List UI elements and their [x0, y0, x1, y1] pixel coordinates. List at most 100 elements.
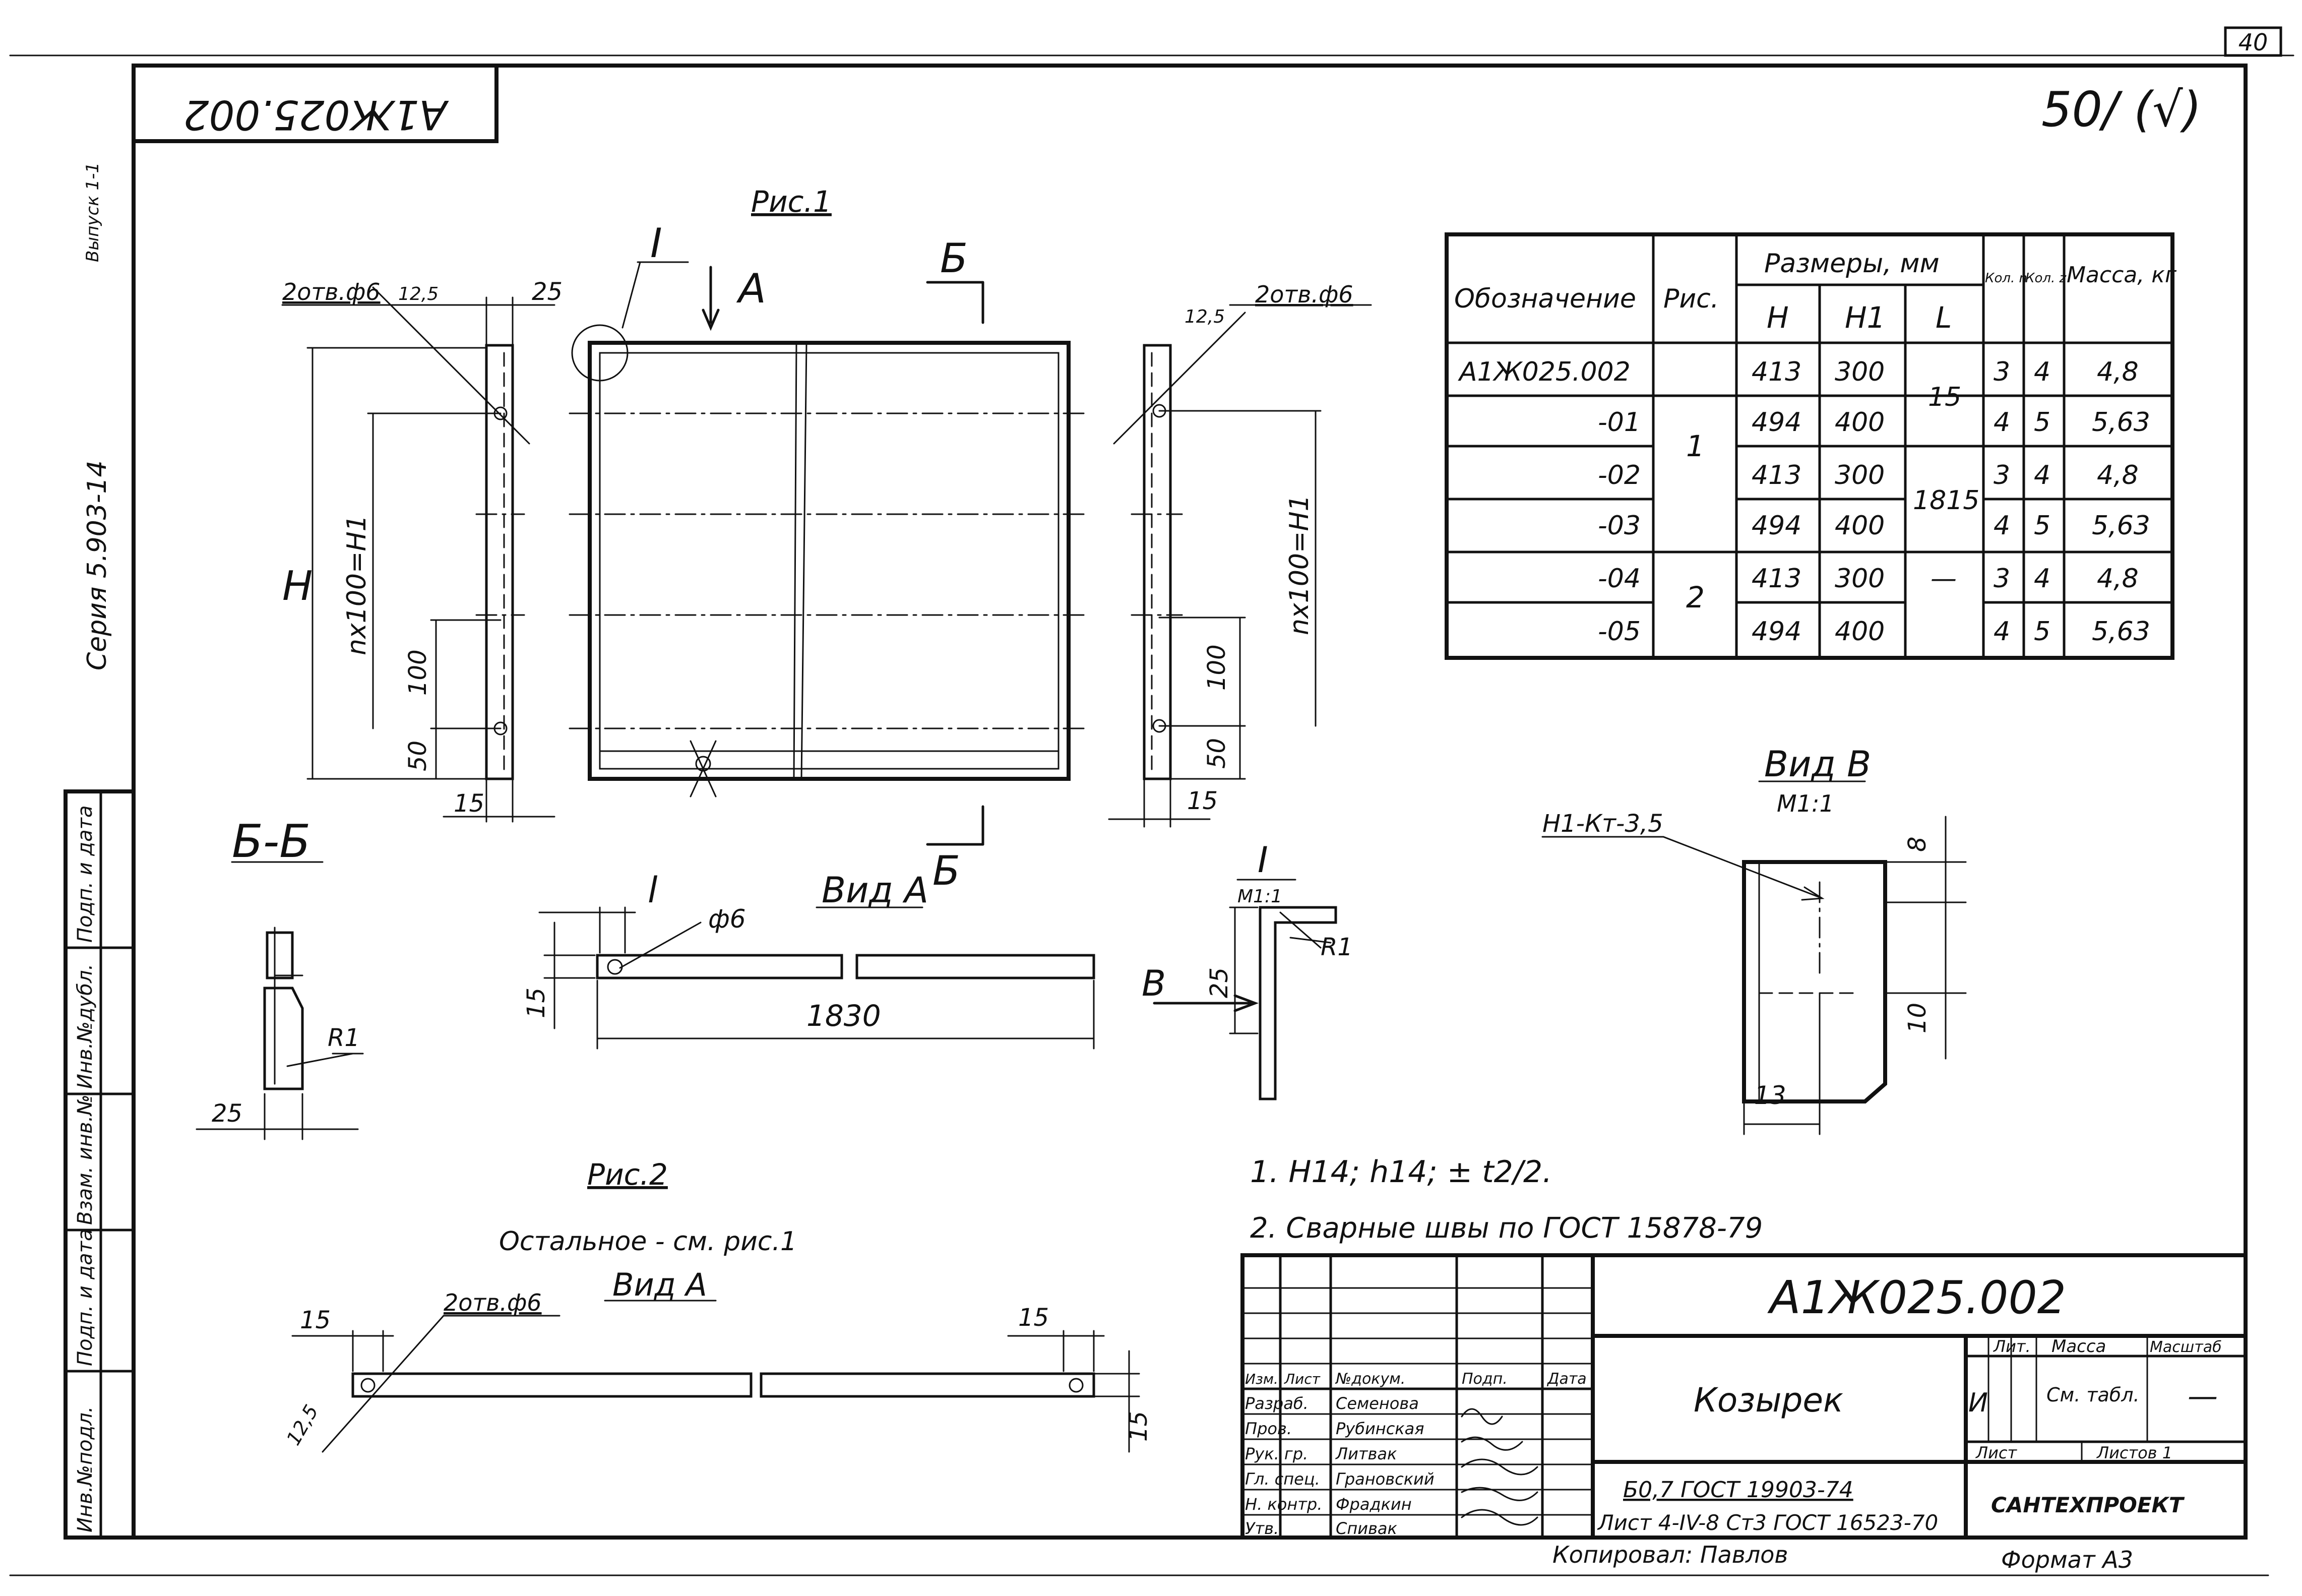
tb-org: САНТЕХПРОЕКТ	[1991, 1493, 2185, 1517]
signature-3	[1461, 1458, 1538, 1476]
tb-name-0: Семенова	[1336, 1394, 1419, 1413]
fig-group-1: 1	[1686, 429, 1705, 463]
view-v-scale: М1:1	[1777, 790, 1834, 817]
table-row: -01 494 400 4 5 5,63	[1598, 407, 2150, 438]
th-kol-n: Кол. n	[1985, 271, 2027, 286]
th-kol-z: Кол. z	[2025, 271, 2067, 286]
dim-15-left: 15	[454, 789, 484, 818]
dim-15-right: 15	[1187, 787, 1218, 815]
row4-m: 4,8	[2097, 564, 2139, 594]
tb-material-2: Лист 4-IV-8 Ст3 ГОСТ 16523-70	[1597, 1510, 1938, 1535]
dim-1830: 1830	[806, 999, 881, 1033]
view-v: Вид В М1:1 Н1-Кт-3,5 8 10 13	[1541, 744, 1967, 1135]
main-panel-front: I А Б Б	[569, 220, 1085, 894]
dim-H: H	[282, 563, 313, 609]
dim-25-node: 25	[1205, 967, 1233, 998]
tb-lit-label: Лит.	[1993, 1337, 2031, 1356]
signature-1	[1461, 1408, 1503, 1425]
table-row: -05 494 400 4 5 5,63	[1598, 617, 2150, 647]
row0-m: 4,8	[2097, 357, 2139, 387]
tb-name-3: Грановский	[1336, 1469, 1435, 1489]
tb-material-1: Б0,7 ГОСТ 19903-74	[1623, 1477, 1853, 1503]
tb-code: А1Ж025.002	[1767, 1271, 2066, 1324]
tb-scale-value: —	[2188, 1379, 2218, 1414]
row3-z: 5	[2034, 511, 2050, 541]
table-row: -04 413 300 3 4 4,8	[1598, 564, 2139, 594]
weld-code: Н1-Кт-3,5	[1542, 810, 1663, 838]
dim-100-right: 100	[1203, 644, 1231, 691]
dim-10: 10	[1903, 1003, 1932, 1033]
view-a-fig1: Вид А l ф6 15 1830	[522, 870, 1095, 1050]
dim-50-left: 50	[404, 741, 432, 771]
row3-m: 5,63	[2092, 511, 2150, 541]
view-v-label: Вид В	[1764, 744, 1871, 785]
dim-8: 8	[1903, 836, 1932, 852]
row4-h: 413	[1752, 564, 1801, 594]
dim-50-right: 50	[1203, 738, 1231, 769]
tb-role-2: Рук. гр.	[1245, 1444, 1308, 1463]
l-group-1: 15	[1928, 382, 1961, 412]
row5-z: 5	[2034, 617, 2050, 647]
th-fig: Рис.	[1663, 284, 1719, 314]
l-group-2: 1815	[1913, 485, 1979, 516]
dim-nx100-left: nx100=H1	[342, 515, 372, 655]
title-block: Изм. Лист №докум. Подп. Дата Разраб. Сем…	[1240, 1253, 2248, 1540]
dim-15-fig2-left: 15	[300, 1306, 331, 1334]
fig-group-2: 2	[1686, 580, 1705, 615]
dim-r1-node: R1	[1321, 933, 1353, 961]
arrow-b-label-top: Б	[940, 235, 968, 282]
footer-format: Формат А3	[2001, 1546, 2133, 1573]
page-number-box	[2224, 26, 2282, 57]
signature-4	[1461, 1487, 1538, 1501]
tb-col-docum: №докум.	[1335, 1370, 1405, 1388]
top-stamp-code: А1Ж025.002	[183, 91, 450, 138]
table-row: А1Ж025.002 413 300 3 4 4,8	[1458, 357, 2139, 387]
signature-2	[1461, 1436, 1523, 1451]
view-a-label: Вид А	[822, 870, 928, 911]
dim-nx100-right: nx100=H1	[1284, 495, 1315, 635]
row2-h: 413	[1752, 460, 1801, 490]
dim-l-label: l	[648, 870, 658, 911]
fig1-label: Рис.1	[751, 185, 832, 219]
row5-n: 4	[1994, 617, 2010, 647]
section-bb: Б-Б R1 25	[196, 815, 364, 1140]
th-designation: Обозначение	[1454, 284, 1636, 314]
th-dims-group: Размеры, мм	[1764, 249, 1940, 279]
holes-right-label: 2отв.ф6	[1255, 281, 1353, 308]
spec-table: Обозначение Рис. Размеры, мм H H1 L Кол.…	[1445, 232, 2177, 660]
tb-mass-value: См. табл.	[2046, 1384, 2140, 1406]
tb-name: Козырек	[1694, 1381, 1843, 1420]
th-h: H	[1767, 300, 1789, 335]
tb-role-1: Пров.	[1245, 1419, 1292, 1438]
fig2-label: Рис.2	[587, 1157, 668, 1192]
row1-h1: 400	[1835, 407, 1885, 438]
stamp-podp-data-2: Подп. и дата	[74, 806, 97, 943]
left-stamp: Инв.№подл. Подп. и дата Взам. инв.№ Инв.…	[64, 789, 136, 1540]
stamp-inv-dubl: Инв.№дубл.	[74, 964, 97, 1089]
dim-15-fig2-v: 15	[1125, 1411, 1153, 1442]
top-stamp-box	[132, 64, 499, 143]
tb-role-0: Разраб.	[1245, 1394, 1309, 1413]
holes-left-label: 2отв.ф6	[282, 278, 381, 305]
row5-m: 5,63	[2092, 617, 2150, 647]
note-2: 2. Сварные швы по ГОСТ 15878-79	[1250, 1212, 1763, 1245]
tb-sheets-label: Листов 1	[2096, 1443, 2172, 1462]
row1-des: -01	[1598, 407, 1641, 438]
holes-fig2-label: 2отв.ф6	[444, 1289, 542, 1316]
arrow-v-label: В	[1142, 963, 1166, 1004]
row5-h1: 400	[1835, 617, 1885, 647]
left-side-view: H nx100=H1 100 50 15 2отв.ф6 12,5 25	[281, 278, 563, 823]
row3-h1: 400	[1835, 511, 1885, 541]
node-i-circle	[571, 324, 629, 382]
seriya-label: Серия 5.903-14	[82, 460, 112, 670]
node-i-detail-mark: I	[1258, 839, 1268, 881]
arrow-a-label: А	[736, 265, 766, 312]
tb-col-izm: Изм.	[1245, 1371, 1278, 1387]
dim-12-5-fig2: 12,5	[282, 1401, 323, 1449]
arrow-b-label-bottom: Б	[932, 847, 960, 894]
row3-h: 494	[1752, 511, 1801, 541]
tb-role-4: Н. контр.	[1245, 1495, 1322, 1514]
dim-f6-label: ф6	[708, 904, 746, 934]
roughness-mark: 50/ (√)	[2041, 82, 2202, 138]
page-number: 40	[2238, 29, 2268, 56]
